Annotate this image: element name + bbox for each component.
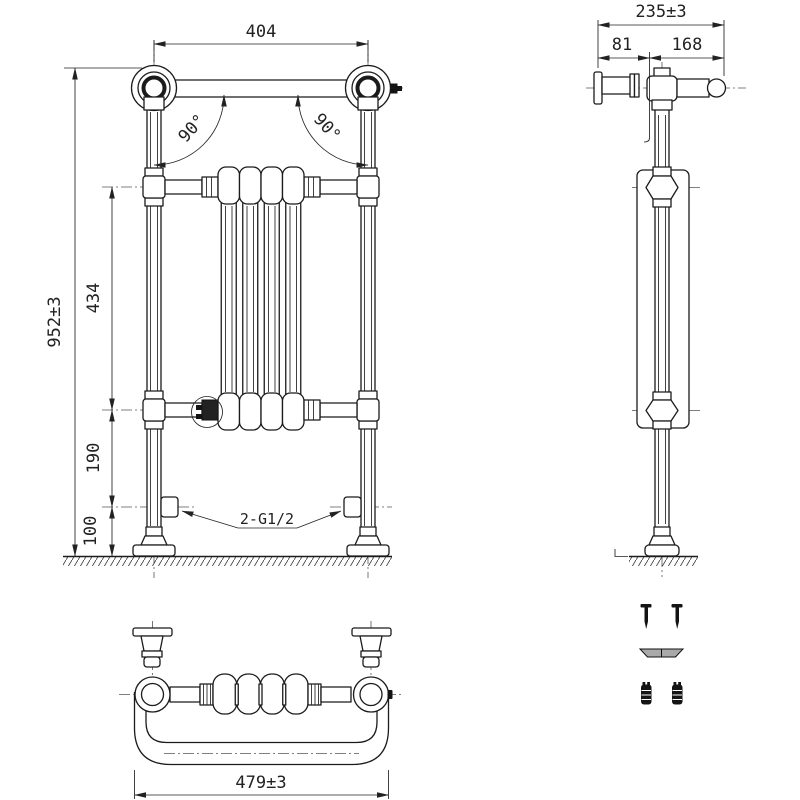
right-inlet-leader [296,510,342,529]
cover-strip-icon [638,648,685,658]
right-post [360,97,376,535]
plan-air-vent-icon [387,690,393,699]
front-height-dimension: 952±3 [45,296,65,347]
bottom-view: 479±3 [119,621,404,799]
side-wall-offset-dimension: 81 [612,35,632,55]
side-lower-joint [645,399,679,422]
left-foot [132,544,176,557]
wall-plug-icon [671,681,683,705]
side-view: 235±3 81 168 [586,2,746,577]
plan-radiator-bulges [212,673,309,715]
right-bottom-tee [356,398,380,422]
right-top-tee [356,175,380,199]
front-upper-span-dimension: 434 [84,283,104,314]
plan-left-bracket [132,627,173,668]
side-depth-dimension: 235±3 [635,2,686,22]
front-lower-span-dimension: 190 [84,443,104,474]
left-inlet-connection [160,496,179,518]
left-top-tee [142,175,166,199]
radiator-columns [217,166,305,431]
plan-right-union-nut [307,683,322,706]
right-top-union-nut [303,176,321,198]
hardware-parts [638,604,685,705]
hook-mark [643,104,650,143]
mounting-screw-icon [671,604,683,629]
plan-left-union-nut [199,683,214,706]
datum-corner-mark [614,549,628,557]
side-rail-end [706,78,727,98]
right-inlet-connection [343,496,362,518]
side-rail-extent-dimension: 168 [672,35,703,55]
left-top-union-nut [201,176,219,198]
left-angle-arc [153,94,227,168]
plan-loop-outer [133,692,390,766]
plan-loop-inner [145,692,378,744]
left-post [146,97,162,535]
side-upper-joint [645,175,679,200]
left-bottom-valve-nut [201,399,219,421]
front-width-dimension: 404 [246,22,277,42]
side-rail [676,78,710,98]
left-bottom-tee [142,398,166,422]
right-foot [346,544,390,557]
air-vent-icon [390,83,402,94]
left-angle-label: 90° [175,111,210,147]
front-base-span-dimension: 100 [81,516,101,547]
left-inlet-leader [181,510,239,529]
connection-thread-label: 2-G1/2 [240,510,294,528]
plan-width-dimension: 479±3 [235,773,286,793]
plan-right-bracket [351,627,392,668]
right-angle-arc [295,94,369,168]
detail-callout-circle [191,396,223,428]
side-floor-hatch [629,557,698,566]
side-foot [644,544,680,557]
side-top-tee [646,75,678,102]
mounting-screw-icon [640,604,652,629]
wall-flange [593,71,603,105]
wall-plug-icon [640,681,652,705]
floor-hatch [63,557,392,566]
right-bottom-union-nut [303,399,321,421]
front-view: 404 952±3 434 190 100 90° 90° 2-G1/2 [45,22,403,578]
